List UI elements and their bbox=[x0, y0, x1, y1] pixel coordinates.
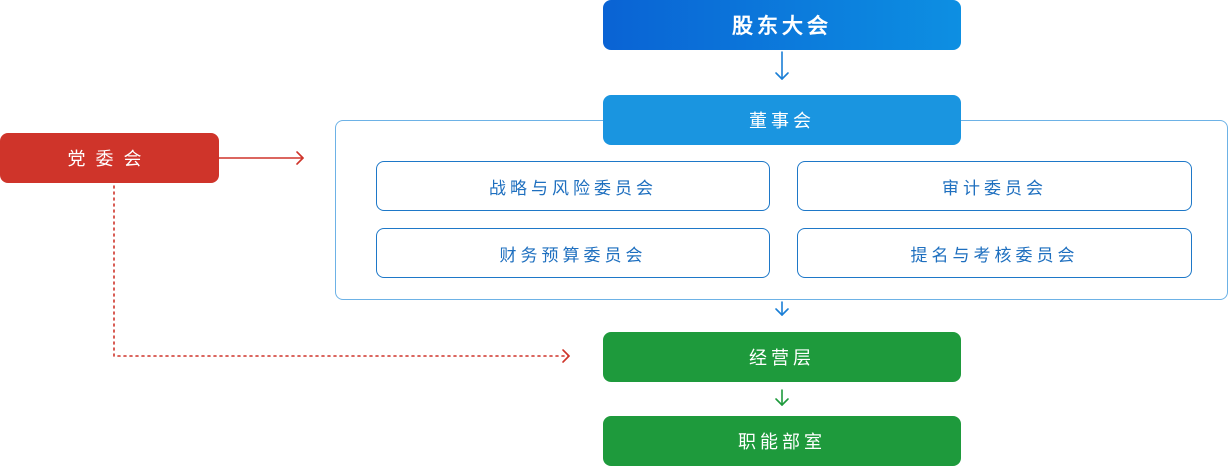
nomination-evaluation-committee-node: 提名与考核委员会 bbox=[797, 228, 1192, 278]
management-label: 经营层 bbox=[749, 348, 815, 369]
arrow-management-to-departments bbox=[775, 389, 789, 406]
party-committee-node: 党委会 bbox=[0, 133, 219, 183]
strategy-risk-committee-label: 战略与风险委员会 bbox=[489, 178, 657, 199]
audit-committee-node: 审计委员会 bbox=[797, 161, 1192, 211]
finance-budget-committee-node: 财务预算委员会 bbox=[376, 228, 770, 278]
functional-departments-label: 职能部室 bbox=[738, 432, 826, 453]
shareholders-meeting-node: 股东大会 bbox=[603, 0, 961, 50]
strategy-risk-committee-node: 战略与风险委员会 bbox=[376, 161, 770, 211]
party-committee-label: 党委会 bbox=[67, 149, 152, 170]
arrow-board-to-management bbox=[775, 301, 789, 316]
functional-departments-node: 职能部室 bbox=[603, 416, 961, 466]
audit-committee-label: 审计委员会 bbox=[942, 178, 1047, 199]
nomination-evaluation-committee-label: 提名与考核委员会 bbox=[910, 245, 1079, 266]
board-of-directors-node: 董事会 bbox=[603, 95, 961, 145]
management-node: 经营层 bbox=[603, 332, 961, 382]
board-of-directors-label: 董事会 bbox=[749, 111, 815, 132]
shareholders-meeting-label: 股东大会 bbox=[732, 14, 832, 38]
arrow-shareholders-to-board bbox=[775, 51, 789, 80]
arrow-party-to-board bbox=[218, 151, 304, 165]
finance-budget-committee-label: 财务预算委员会 bbox=[499, 245, 647, 266]
